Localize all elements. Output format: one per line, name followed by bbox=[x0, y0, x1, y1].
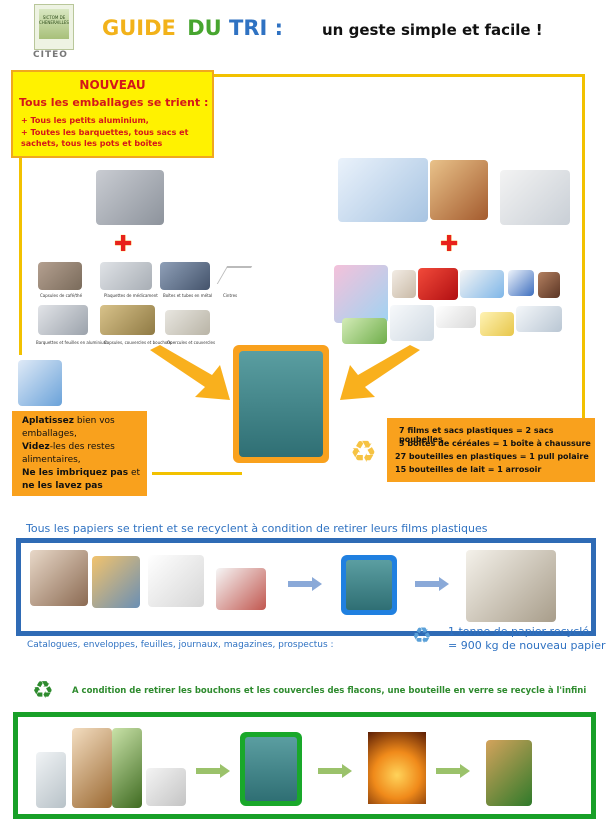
arrow-paper-2-icon bbox=[415, 577, 449, 591]
blister-photo bbox=[100, 262, 152, 290]
caption-lids: Opercules et couvercles bbox=[167, 340, 216, 345]
nouveau-heading: NOUVEAU bbox=[79, 78, 146, 92]
alu-trays-photo bbox=[38, 305, 88, 335]
frame-bottom-line bbox=[152, 472, 242, 475]
green-bin-body bbox=[245, 737, 297, 801]
plus-icon: ✚ bbox=[114, 232, 133, 257]
coffee-capsules-photo bbox=[38, 262, 82, 290]
tips-box: Aplatissez bien vos emballages, Videz-le… bbox=[12, 411, 147, 496]
paper-title: Tous les papiers se trient et se recycle… bbox=[26, 522, 488, 535]
blue-bin bbox=[341, 555, 397, 615]
arrow-glass-1-icon bbox=[196, 764, 230, 778]
tip-3: Ne les imbriquez pas et bbox=[22, 468, 141, 478]
recycle-icon-yellow: ♻ bbox=[350, 435, 377, 470]
nouveau-line: Tous les emballages se trient : bbox=[19, 96, 209, 109]
equivalences-box: 7 films et sacs plastiques = 2 sacs poub… bbox=[387, 418, 595, 482]
arrow-left-icon bbox=[150, 345, 230, 400]
glass-title: A condition de retirer les bouchons et l… bbox=[72, 686, 587, 696]
small-jars-photo bbox=[146, 768, 186, 806]
green-bin bbox=[240, 732, 302, 806]
equivalence-4: 15 bouteilles de lait = 1 arrosoir bbox=[395, 465, 542, 474]
tip-2: Videz-les des restes bbox=[22, 442, 115, 452]
salad-tray-photo bbox=[342, 318, 387, 344]
milk-cartons-photo bbox=[500, 170, 570, 225]
arrow-paper-1-icon bbox=[288, 577, 322, 591]
plastic-bottles-photo bbox=[338, 158, 428, 222]
sictom-logo: SICTOM DE CHENERAILLES bbox=[34, 4, 74, 50]
paper-result-1: 1 tonne de papier recyclé bbox=[448, 625, 590, 638]
chips-bag-photo bbox=[418, 268, 458, 300]
paper-rolls-photo bbox=[466, 550, 556, 622]
magazines-photo bbox=[30, 550, 88, 606]
caps-photo bbox=[100, 305, 155, 335]
cardboard-boxes-photo bbox=[430, 160, 488, 220]
tip-2b: alimentaires, bbox=[22, 455, 81, 465]
yogurt-pot-photo bbox=[392, 270, 416, 298]
blue-bin-body bbox=[346, 560, 392, 610]
title-subtitle: un geste simple et facile ! bbox=[322, 21, 543, 39]
plastic-bags-photo bbox=[334, 265, 388, 323]
arrow-right-icon bbox=[340, 345, 420, 400]
nouveau-item-1: + Tous les petits aluminium, bbox=[21, 116, 149, 125]
citeo-logo: CITEO bbox=[33, 50, 68, 60]
arrow-glass-2-icon bbox=[318, 764, 352, 778]
pouch-photo bbox=[460, 270, 504, 298]
caption-hangers: Cintres bbox=[223, 293, 238, 298]
new-bottles-photo bbox=[486, 740, 532, 806]
paper-result-2: = 900 kg de nouveau papier bbox=[448, 639, 606, 652]
glass-furnace-photo bbox=[368, 732, 426, 804]
egg-tray-photo bbox=[516, 306, 562, 332]
equivalence-1: 7 films et sacs plastiques = 2 sacs poub… bbox=[399, 426, 554, 444]
envelopes-photo bbox=[148, 555, 204, 607]
clear-tray-photo bbox=[390, 305, 434, 341]
title-guide: GUIDE bbox=[102, 16, 176, 40]
cup-photo bbox=[508, 270, 534, 296]
nouveau-box: NOUVEAU Tous les emballages se trient : … bbox=[11, 70, 214, 158]
squeezed-bottles-photo bbox=[18, 360, 62, 406]
nouveau-item-2: + Toutes les barquettes, tous sacs et sa… bbox=[21, 128, 189, 148]
tip-3b: ne les lavez pas bbox=[22, 481, 103, 491]
caption-blister: Plaquettes de médicament bbox=[104, 293, 158, 298]
plus-icon-2: ✚ bbox=[440, 232, 459, 257]
logo-text: SICTOM DE CHENERAILLES bbox=[39, 15, 69, 25]
page-title: GUIDE DU TRI : un geste simple et facile… bbox=[102, 16, 543, 40]
tip-1: Aplatissez bien vos bbox=[22, 416, 115, 426]
paper-frame bbox=[16, 538, 596, 636]
frame-gap-bottom bbox=[146, 460, 387, 480]
title-tri: TRI : bbox=[229, 16, 284, 40]
caption-capsules: Capsules de café/thé bbox=[40, 293, 83, 298]
glass-frame bbox=[13, 712, 596, 819]
yellow-bin-body bbox=[239, 351, 323, 457]
equivalence-3: 27 bouteilles en plastiques = 1 pull pol… bbox=[395, 452, 589, 461]
dessert-pot-photo bbox=[538, 272, 560, 298]
lids-photo bbox=[165, 310, 210, 335]
recycle-icon-blue: ♻ bbox=[412, 624, 432, 649]
yellow-bin bbox=[233, 345, 329, 463]
logo-emblem bbox=[39, 9, 69, 39]
metal-cans-photo bbox=[96, 170, 164, 225]
paper-caption: Catalogues, enveloppes, feuilles, journa… bbox=[27, 640, 334, 650]
bottles-photo bbox=[72, 728, 112, 808]
butter-tub-photo bbox=[480, 312, 514, 336]
caption-tins: Boîtes et tubes en métal bbox=[163, 293, 213, 298]
crumpled-paper-photo bbox=[216, 568, 266, 610]
tins-photo bbox=[160, 262, 210, 290]
jar-photo bbox=[36, 752, 66, 808]
foam-tray-photo bbox=[436, 306, 476, 328]
catalogues-photo bbox=[92, 556, 140, 608]
caption-alu: Barquettes et feuilles en aluminium bbox=[36, 340, 108, 345]
arrow-glass-3-icon bbox=[436, 764, 470, 778]
caption-caps: Capsules, couvercles et bouchons bbox=[104, 340, 172, 345]
recycle-icon-green: ♻ bbox=[32, 676, 54, 704]
tip-1b: emballages, bbox=[22, 429, 77, 439]
wine-bottles-photo bbox=[112, 728, 142, 808]
title-du: DU bbox=[187, 16, 222, 40]
equivalence-2: 3 boîtes de céréales = 1 boîte à chaussu… bbox=[399, 439, 591, 448]
